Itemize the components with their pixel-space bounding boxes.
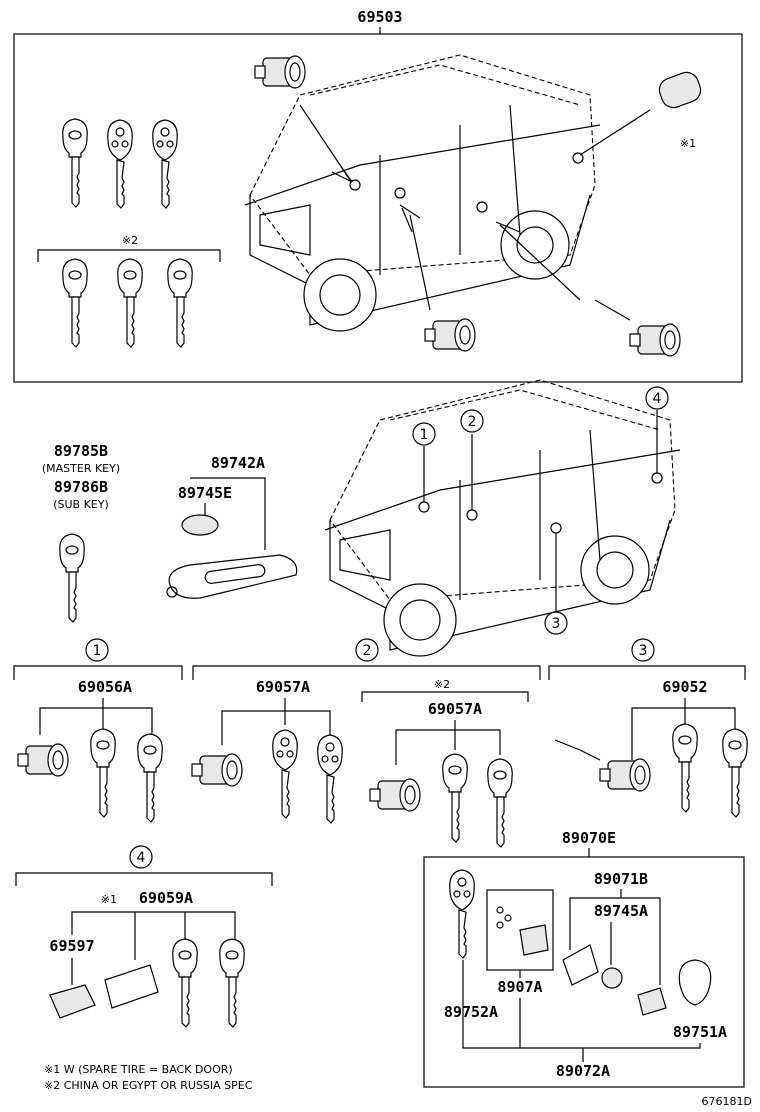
group-4-sub-part-number: 69597 (49, 937, 94, 955)
group-1-parts (17, 728, 163, 823)
top-keys (62, 118, 178, 209)
group-4-part-number: 69059A (139, 889, 193, 907)
group-2b-part-number: 69057A (428, 700, 482, 718)
top-mark-2: ※2 (122, 234, 138, 247)
transmitter-case-part-number: 89742A (211, 454, 265, 472)
kit-key-image (449, 869, 475, 959)
illustration-id: 676181D (702, 1095, 752, 1108)
group-1-part-number: 69056A (78, 678, 132, 696)
svg-text:1: 1 (420, 427, 429, 443)
master-key-label: (MASTER KEY) (42, 462, 120, 475)
top-assembly-frame (13, 33, 743, 383)
group-4-part-prefix: ※1 (101, 893, 117, 906)
transmitter-battery-part-number: 89745E (178, 484, 232, 502)
kit-small-parts (496, 906, 549, 956)
kit-bottom-part-number: 89072A (556, 1062, 610, 1080)
middle-vehicle (324, 379, 681, 657)
top-assembly-part-number: 69503 (357, 8, 402, 26)
callout-4: 4 (645, 386, 669, 410)
group-2-callout: 2 (355, 638, 379, 662)
top-mark2-keys (62, 258, 193, 348)
battery-image (181, 514, 219, 536)
svg-text:3: 3 (552, 616, 561, 632)
kit-sub-1-part-number: 89071B (594, 870, 648, 888)
callout-1: 1 (412, 422, 436, 446)
group-3-callout: 3 (631, 638, 655, 662)
callout-3: 3 (544, 611, 568, 635)
top-spare-cylinder (658, 71, 702, 109)
top-lock-cylinder-2 (424, 318, 476, 352)
kit-sub-3-part-number: 8907A (497, 978, 542, 996)
kit-frame (423, 856, 745, 1088)
footnote-2: ※2 CHINA OR EGYPT OR RUSSIA SPEC (44, 1079, 253, 1092)
kit-part-number: 89070E (562, 829, 616, 847)
group-3-parts (554, 723, 748, 818)
master-key-image (59, 533, 85, 623)
group-4-parts (49, 938, 245, 1028)
group-2-part-number: 69057A (256, 678, 310, 696)
footnote-1: ※1 W (SPARE TIRE = BACK DOOR) (44, 1063, 233, 1076)
group-3-part-number: 69052 (662, 678, 707, 696)
svg-text:1: 1 (93, 643, 102, 659)
top-lock-cylinder-1 (254, 55, 306, 89)
svg-text:3: 3 (639, 643, 648, 659)
kit-sub-5-part-number: 89751A (673, 1023, 727, 1041)
svg-text:2: 2 (468, 414, 477, 430)
top-back-door-lock (594, 299, 681, 357)
sub-key-part-number: 89786B (54, 478, 108, 496)
group-4-callout: 4 (129, 845, 153, 869)
svg-text:4: 4 (653, 391, 662, 407)
master-key-part-number: 89785B (54, 442, 108, 460)
top-note-mark-1: ※1 (680, 137, 696, 150)
group-1-callout: 1 (85, 638, 109, 662)
transmitter-image (166, 554, 298, 599)
svg-text:2: 2 (363, 643, 372, 659)
kit-inner-parts (562, 944, 712, 1016)
group-2b-mark: ※2 (434, 678, 450, 691)
kit-sub-2-part-number: 89745A (594, 902, 648, 920)
kit-sub-4-part-number: 89752A (444, 1003, 498, 1021)
sub-key-label: (SUB KEY) (53, 498, 109, 511)
svg-text:4: 4 (137, 850, 146, 866)
callout-2: 2 (460, 409, 484, 433)
group-2-parts (191, 729, 343, 824)
top-vehicle (244, 54, 651, 332)
group-2b-parts (369, 753, 513, 848)
